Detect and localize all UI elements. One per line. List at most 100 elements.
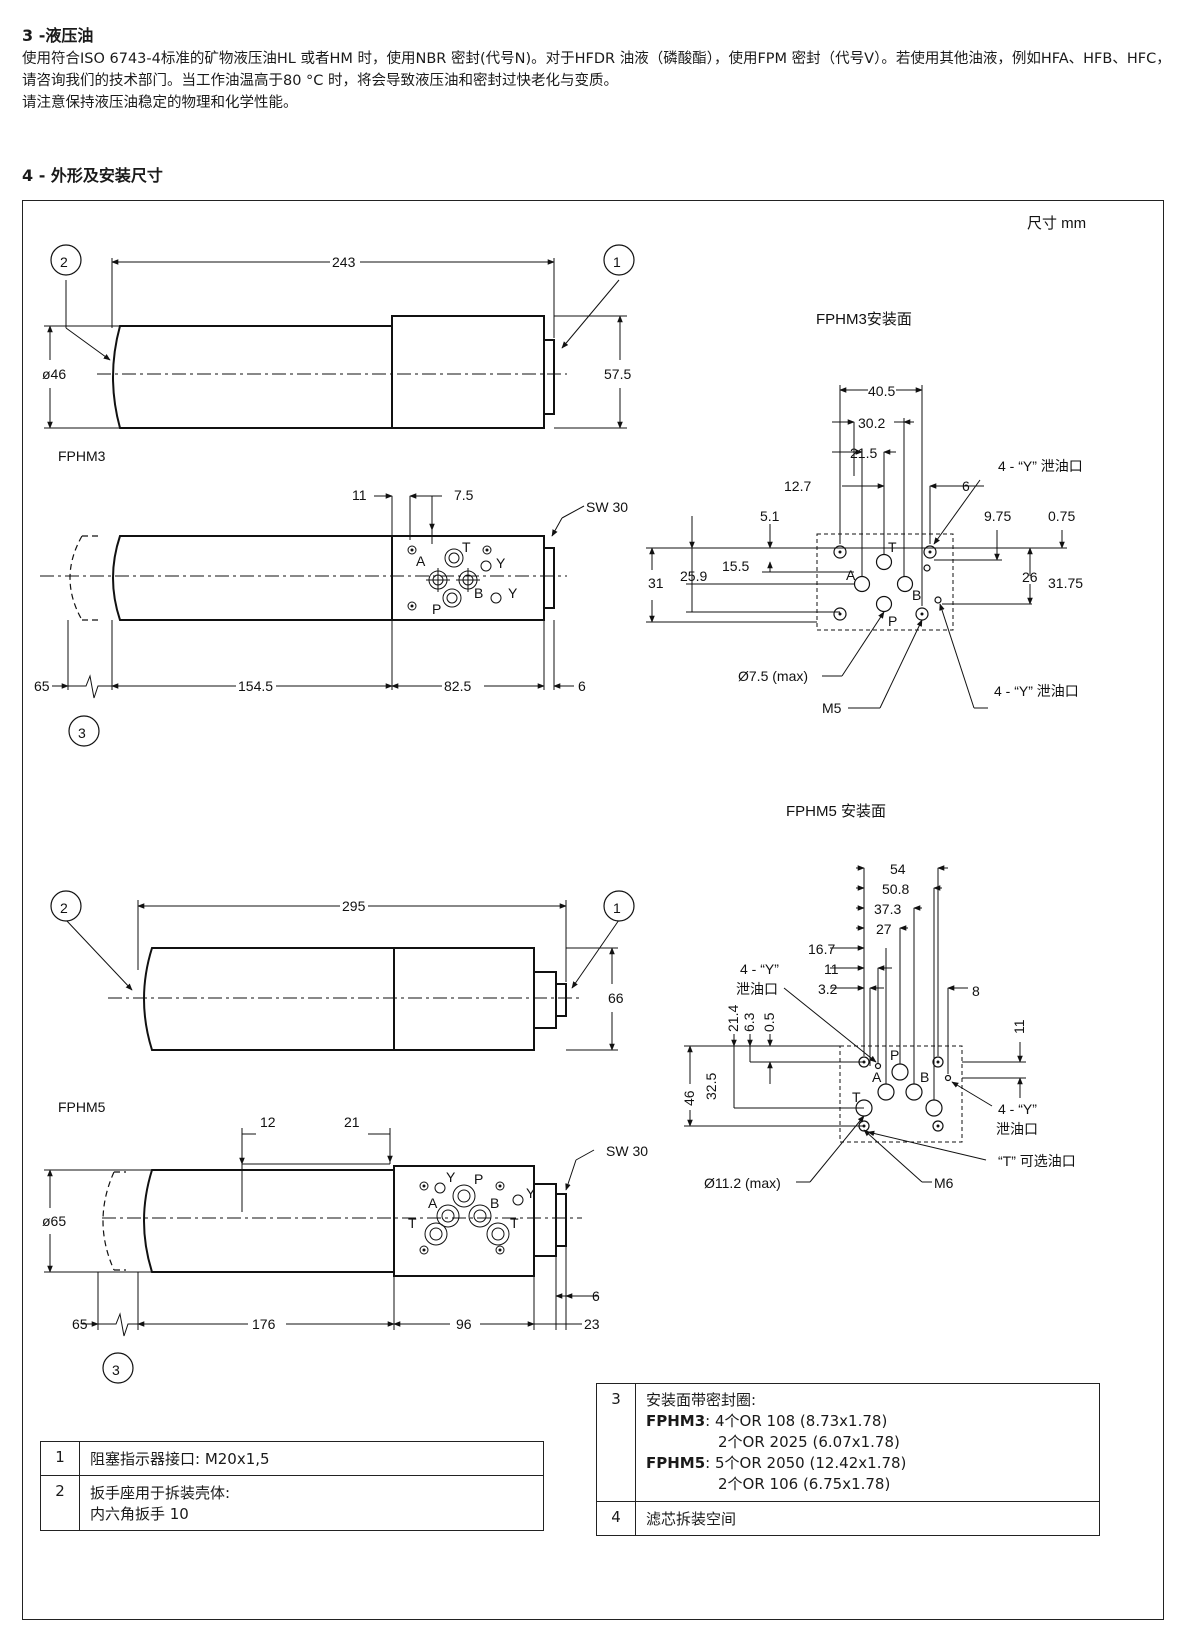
legend-row-3-num: 3 bbox=[596, 1383, 636, 1502]
fphm3-side-view bbox=[112, 315, 555, 429]
fphm5-callout-2: 2 bbox=[60, 900, 68, 916]
fphm5-mount-d6-3: 6.3 bbox=[741, 1012, 757, 1032]
fphm5-top-view bbox=[143, 1165, 567, 1277]
fphm3-mount-drain-top: 4 - “Y” 泄油口 bbox=[998, 458, 1083, 474]
fphm5-mount-bore-max: Ø11.2 (max) bbox=[704, 1175, 781, 1191]
unit-note: 尺寸 mm bbox=[1027, 215, 1086, 232]
legend-fphm3-spec1: : 4个OR 108 (8.73x1.78) bbox=[705, 1412, 888, 1430]
drawing-frame bbox=[22, 200, 1164, 1620]
fphm5-port-Y1: Y bbox=[446, 1169, 456, 1185]
fphm5-mount-d46: 46 bbox=[681, 1090, 697, 1106]
fphm3-top-view bbox=[112, 535, 555, 621]
legend-fphm5-spec1: : 5个OR 2050 (12.42x1.78) bbox=[705, 1454, 907, 1472]
legend-row-2-line2: 内六角扳手 10 bbox=[90, 1505, 189, 1523]
fphm3-callout-2: 2 bbox=[60, 254, 68, 270]
fphm5-mount-title: FPHM5 安装面 bbox=[786, 803, 886, 820]
legend-row-2-num: 2 bbox=[40, 1475, 80, 1531]
fphm5-mount-port-A: A bbox=[872, 1069, 882, 1085]
legend-fphm3-line1: FPHM3: 4个OR 108 (8.73x1.78) bbox=[646, 1411, 1089, 1432]
legend-row-1: 1 阻塞指示器接口: M20x1,5 bbox=[40, 1441, 544, 1476]
fphm5-mount-d0-5: 0.5 bbox=[761, 1012, 777, 1032]
fphm3-mount-d40-5: 40.5 bbox=[868, 383, 895, 399]
legend-row-2: 2 扳手座用于拆装壳体: 内六角扳手 10 bbox=[40, 1475, 544, 1531]
fphm3-mount-d26: 26 bbox=[1022, 569, 1038, 585]
legend-fphm5-label: FPHM5 bbox=[646, 1454, 706, 1472]
fphm3-mount-d31: 31 bbox=[648, 575, 664, 591]
legend-row-2-line1: 扳手座用于拆装壳体: bbox=[90, 1484, 231, 1502]
fphm5-mount-d21-4: 21.4 bbox=[725, 1005, 741, 1032]
fphm5-sw: SW 30 bbox=[606, 1143, 648, 1159]
fphm3-mount-port-P: P bbox=[888, 613, 897, 629]
fphm5-dim-6: 6 bbox=[592, 1288, 600, 1304]
legend-row-1-num: 1 bbox=[40, 1441, 80, 1476]
fphm3-mount-thread: M5 bbox=[822, 700, 842, 716]
fphm3-port-P: P bbox=[432, 601, 441, 617]
fphm3-dim-65: 65 bbox=[34, 678, 50, 694]
fphm3-mount-port-A: A bbox=[846, 567, 856, 583]
fphm5-dim-dia: ø65 bbox=[42, 1213, 66, 1229]
fphm5-model-label: FPHM5 bbox=[58, 1099, 106, 1115]
legend-row-3-title: 安装面带密封圈: bbox=[646, 1391, 757, 1409]
section4-title: 4 - 外形及安装尺寸 bbox=[22, 166, 163, 185]
fphm5-mount-port-P: P bbox=[890, 1047, 899, 1063]
fphm5-port-T1: T bbox=[408, 1215, 417, 1231]
fphm5-mount-d37-3: 37.3 bbox=[874, 901, 901, 917]
section3-body: 使用符合ISO 6743-4标准的矿物液压油HL 或者HM 时，使用NBR 密封… bbox=[22, 48, 1172, 114]
fphm3-mount-d5-1: 5.1 bbox=[760, 508, 780, 524]
legend-right-table: 3 安装面带密封圈: FPHM3: 4个OR 108 (8.73x1.78) 2… bbox=[596, 1383, 1100, 1536]
fphm5-dim-length: 295 bbox=[342, 898, 366, 914]
fphm3-mount-title: FPHM3安装面 bbox=[816, 311, 912, 328]
fphm5-mount-drain-b-right: 泄油口 bbox=[996, 1121, 1038, 1137]
fphm5-mount-d16-7: 16.7 bbox=[808, 941, 835, 957]
fphm5-dim-176: 176 bbox=[252, 1316, 276, 1332]
fphm3-port-A: A bbox=[416, 553, 426, 569]
fphm3-callout-1: 1 bbox=[613, 254, 621, 270]
fphm5-callout-1: 1 bbox=[613, 900, 621, 916]
fphm3-mount-drain-bottom: 4 - “Y” 泄油口 bbox=[994, 683, 1079, 699]
fphm5-port-T2: T bbox=[510, 1215, 519, 1231]
fphm5-callout-3: 3 bbox=[112, 1362, 120, 1378]
fphm5-mount-d32-5: 32.5 bbox=[703, 1073, 719, 1100]
technical-drawing: 尺寸 mm 243 ø46 57.5 2 1 FPHM3 bbox=[34, 215, 1086, 1384]
fphm3-callout-3: 3 bbox=[78, 725, 86, 741]
fphm5-mount-d50-8: 50.8 bbox=[882, 881, 909, 897]
legend-row-4-num: 4 bbox=[596, 1501, 636, 1536]
fphm5-mount-d11-v: 11 bbox=[1011, 1019, 1027, 1034]
fphm3-mount-d6: 6 bbox=[962, 478, 970, 494]
fphm5-mount-d27: 27 bbox=[876, 921, 892, 937]
fphm3-dim-11: 11 bbox=[352, 487, 367, 503]
legend-fphm5-line1: FPHM5: 5个OR 2050 (12.42x1.78) bbox=[646, 1453, 1089, 1474]
fphm3-mount-d12-7: 12.7 bbox=[784, 478, 811, 494]
fphm5-dim-12: 12 bbox=[260, 1114, 276, 1130]
fphm5-mount-d8: 8 bbox=[972, 983, 980, 999]
fphm3-dim-height: 57.5 bbox=[604, 366, 631, 382]
legend-row-2-text: 扳手座用于拆装壳体: 内六角扳手 10 bbox=[79, 1475, 544, 1531]
fphm3-mount-d30-2: 30.2 bbox=[858, 415, 885, 431]
fphm3-dim-154-5: 154.5 bbox=[238, 678, 273, 694]
fphm3-sw: SW 30 bbox=[586, 499, 628, 515]
fphm5-mount-drain-a-left: 4 - “Y” bbox=[740, 961, 779, 977]
fphm3-model-label: FPHM3 bbox=[58, 448, 106, 464]
fphm3-port-Y2: Y bbox=[508, 585, 518, 601]
section3-title: 3 -液压油 bbox=[22, 26, 94, 45]
fphm5-dim-height: 66 bbox=[608, 990, 624, 1006]
legend-row-1-text: 阻塞指示器接口: M20x1,5 bbox=[79, 1441, 544, 1476]
fphm3-mount-port-T: T bbox=[888, 539, 897, 555]
fphm3-port-T: T bbox=[462, 539, 471, 555]
fphm5-mount-drain-b-left: 泄油口 bbox=[736, 981, 778, 997]
fphm5-mount-d54: 54 bbox=[890, 861, 906, 877]
fphm3-mount-port-B: B bbox=[912, 587, 921, 603]
fphm3-mount-d25-9: 25.9 bbox=[680, 568, 707, 584]
fphm3-mount-d9-75: 9.75 bbox=[984, 508, 1011, 524]
fphm5-mount-d3-2: 3.2 bbox=[818, 981, 838, 997]
legend-row-3-text: 安装面带密封圈: FPHM3: 4个OR 108 (8.73x1.78) 2个O… bbox=[635, 1383, 1100, 1502]
fphm5-mount-optional-T: “T” 可选油口 bbox=[998, 1153, 1076, 1169]
fphm5-mount-drain-a-right: 4 - “Y” bbox=[998, 1101, 1037, 1117]
fphm5-port-B: B bbox=[490, 1195, 499, 1211]
fphm5-dim-96: 96 bbox=[456, 1316, 472, 1332]
fphm3-mount-bore-max: Ø7.5 (max) bbox=[738, 668, 808, 684]
fphm5-dim-23: 23 bbox=[584, 1316, 600, 1332]
fphm5-dim-65: 65 bbox=[72, 1316, 88, 1332]
fphm3-mount-d31-75: 31.75 bbox=[1048, 575, 1083, 591]
fphm3-dim-dia: ø46 bbox=[42, 366, 66, 382]
